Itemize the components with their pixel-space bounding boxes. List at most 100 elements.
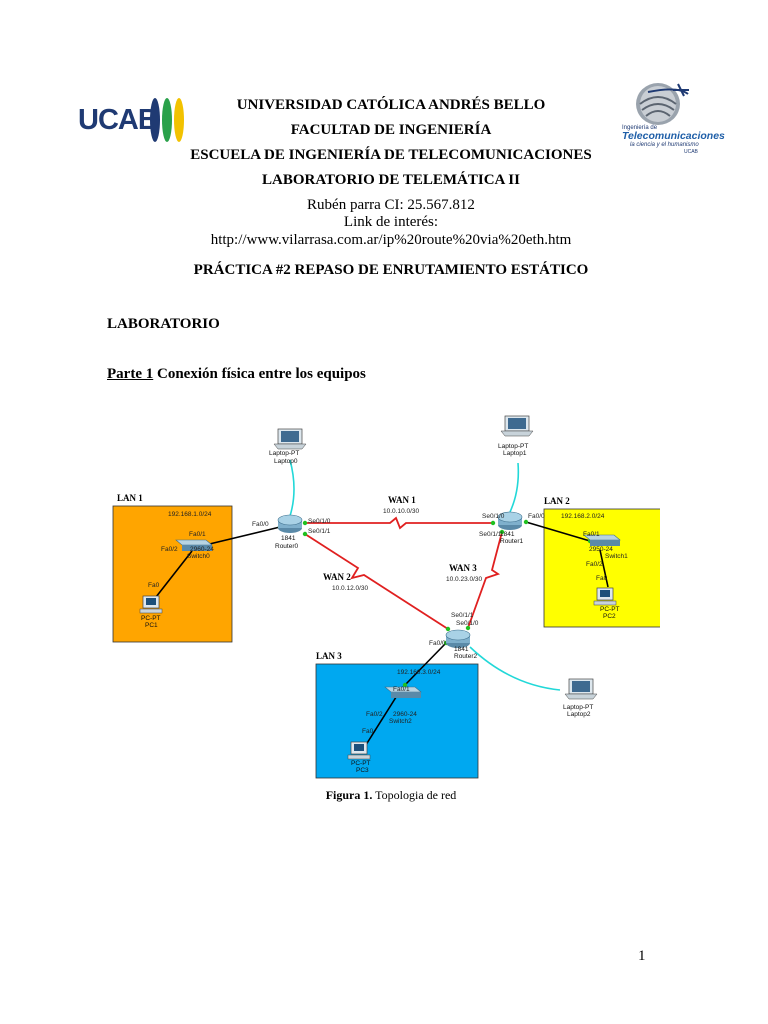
pc3-model: PC-PT — [351, 760, 371, 767]
wan1-link — [305, 516, 493, 530]
switch2-name: Switch2 — [389, 718, 412, 725]
telecom-globe-icon — [636, 83, 689, 125]
practice-title: PRÁCTICA #2 REPASO DE ENRUTAMIENTO ESTÁT… — [193, 262, 589, 278]
wan1-network: 10.0.10.0/30 — [383, 508, 420, 515]
switch2-model: 2960-24 — [393, 711, 417, 718]
switch0-model: 2960-24 — [190, 546, 214, 553]
laptop2-name: Laptop2 — [567, 711, 591, 718]
laptop1-icon — [500, 415, 534, 437]
wan2-network: 10.0.12.0/30 — [332, 585, 369, 592]
wan1-label: WAN 1 — [388, 495, 416, 505]
topology-canvas — [112, 415, 660, 779]
lan3-area — [315, 663, 479, 779]
router0-name: Router0 — [275, 543, 299, 550]
wan3-link — [467, 531, 503, 629]
ucab-logo: UCAB — [78, 98, 184, 144]
switch1-name: Switch1 — [605, 553, 628, 560]
lan3-network: 192.168.3.0/24 — [397, 669, 441, 676]
wan2-label: WAN 2 — [323, 572, 351, 582]
ucab-leaf-icon — [162, 98, 172, 142]
router0-port-se1: Se0/1/1 — [308, 528, 331, 535]
eth-router2-switch2 — [404, 642, 447, 686]
switch1-port-up: Fa0/1 — [583, 531, 600, 538]
switch0-port-up: Fa0/1 — [189, 531, 206, 538]
switch1-port-down: Fa0/2 — [586, 561, 603, 568]
lan3-label: LAN 3 — [316, 651, 342, 661]
laptop2-icon — [564, 678, 598, 700]
laptop1-name: Laptop1 — [503, 450, 527, 457]
switch1-icon — [583, 534, 621, 546]
telecom-logo-line1: Ingeniería de — [622, 125, 658, 131]
wan2-link — [304, 533, 449, 630]
router1-port-se1: Se0/1/1 — [479, 531, 502, 538]
router1-port-lan: Fa0/0 — [528, 513, 545, 520]
router2-port-lan: Fa0/0 — [429, 640, 446, 647]
laptop1-model: Laptop-PT — [498, 443, 529, 450]
router0-port-lan: Fa0/0 — [252, 521, 269, 528]
router2-name: Router2 — [454, 653, 478, 660]
switch0-name: Switch0 — [187, 553, 210, 560]
parte-title: Conexión física entre los equipos — [156, 366, 366, 382]
ucab-leaf-icon — [174, 98, 184, 142]
router0-port-se0: Se0/1/0 — [308, 518, 331, 525]
laptop2-model: Laptop-PT — [563, 704, 594, 711]
pc2-name: PC2 — [603, 613, 616, 620]
eth-switch2-pc3 — [363, 693, 399, 749]
lan1-network: 192.168.1.0/24 — [168, 511, 212, 518]
eth-router1-switch1 — [525, 521, 591, 542]
pc1-name: PC1 — [145, 622, 158, 629]
university-name: UNIVERSIDAD CATÓLICA ANDRÉS BELLO — [236, 97, 546, 113]
section-parte-1: Parte 1 Conexión física entre los equipo… — [107, 366, 366, 383]
lan1-label: LAN 1 — [117, 493, 143, 503]
link-label: Link de interés: — [343, 214, 439, 230]
switch0-port-down: Fa0/2 — [161, 546, 178, 553]
switch2-port-up: Fa0/1 — [393, 686, 410, 693]
pc3-port: Fa0 — [362, 728, 374, 735]
router1-icon — [497, 511, 523, 530]
lan1-area — [112, 505, 233, 643]
switch2-port-down: Fa0/2 — [366, 711, 383, 718]
switch0-icon — [175, 539, 213, 551]
school-name: ESCUELA DE INGENIERÍA DE TELECOMUNICACIO… — [190, 147, 592, 163]
switch1-model: 2950-24 — [589, 546, 613, 553]
router2-port-se1: Se0/1/1 — [451, 612, 474, 619]
lab-name: LABORATORIO DE TELEMÁTICA II — [262, 172, 520, 188]
telecom-logo-line3: la ciencia y el humanismo — [630, 142, 699, 148]
router1-model: 1841 — [500, 531, 515, 538]
pc2-model: PC-PT — [600, 606, 620, 613]
router2-model: 1841 — [454, 646, 469, 653]
pc3-icon — [347, 741, 371, 760]
laptop0-icon — [273, 428, 307, 450]
pc2-port: Fa0 — [596, 575, 608, 582]
telecom-logo-line2: Telecomunicaciones — [622, 130, 725, 142]
figure-caption-text: Topologia de red — [375, 788, 457, 802]
wan3-label: WAN 3 — [449, 563, 477, 573]
ucab-leaf-icon — [150, 98, 160, 142]
lan2-area — [543, 508, 660, 628]
figure-caption: Figura 1. Topologia de red — [0, 788, 768, 803]
router2-icon — [445, 629, 471, 648]
wan3-network: 10.0.23.0/30 — [446, 576, 483, 583]
router0-model: 1841 — [281, 535, 296, 542]
eth-switch1-pc2 — [599, 549, 609, 588]
section-laboratorio: LABORATORIO — [107, 316, 220, 332]
eth-switch0-pc1 — [155, 550, 193, 598]
router1-port-se0: Se0/1/0 — [482, 513, 505, 520]
laptop0-name: Laptop0 — [274, 458, 298, 465]
laptop0-model: Laptop-PT — [269, 450, 300, 457]
console-cable-laptop1 — [509, 462, 520, 513]
faculty-name: FACULTAD DE INGENIERÍA — [290, 122, 492, 138]
lan2-network: 192.168.2.0/24 — [561, 513, 605, 520]
network-topology-diagram: LAN 1 LAN 2 LAN 3 WAN 1 10.0.10.0/30 WAN… — [100, 400, 660, 790]
pc2-icon — [593, 587, 617, 606]
telecom-logo-line4: UCAB — [684, 149, 698, 155]
pc1-icon — [139, 595, 163, 614]
console-cable-laptop0 — [289, 459, 295, 517]
telecom-logo: Ingeniería de Telecomunicaciones la cien… — [618, 80, 725, 160]
ucab-logo-text: UCAB — [78, 104, 159, 136]
link-url[interactable]: http://www.vilarrasa.com.ar/ip%20route%2… — [210, 232, 572, 248]
router2-port-se0: Se0/1/0 — [456, 620, 479, 627]
console-cable-laptop2 — [469, 646, 561, 691]
pc3-name: PC3 — [356, 767, 369, 774]
